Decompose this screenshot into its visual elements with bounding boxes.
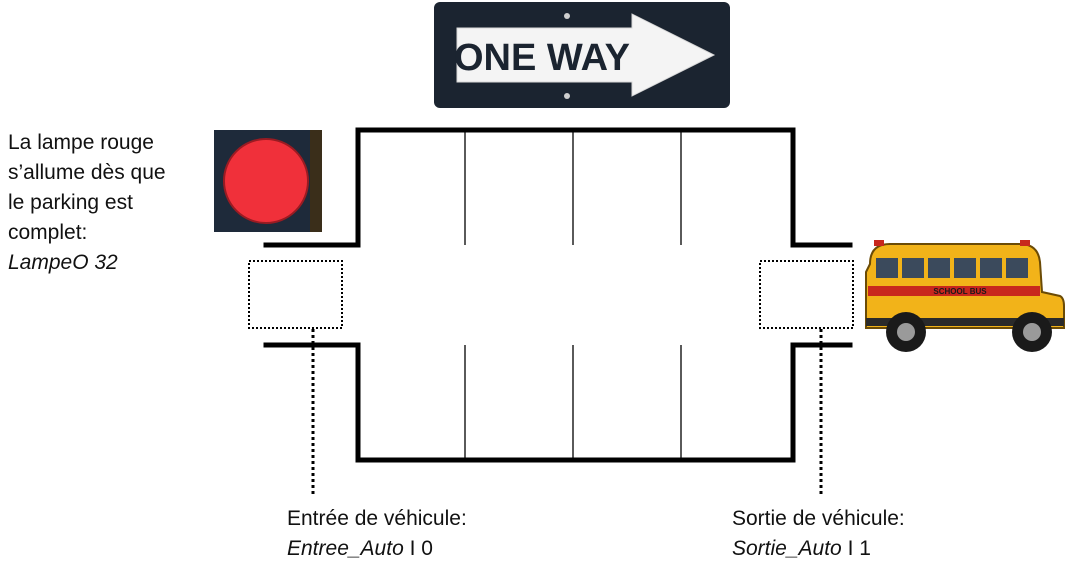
exit-address: I 1 bbox=[841, 537, 871, 560]
exit-sensor-zone bbox=[759, 260, 854, 329]
exit-variable: Sortie_Auto bbox=[732, 537, 842, 560]
red-lamp-icon bbox=[214, 130, 322, 232]
entry-label: Entrée de véhicule: bbox=[287, 507, 467, 530]
exit-variable-line: Sortie_Auto I 1 bbox=[732, 534, 1032, 564]
entry-sensor-label: Entrée de véhicule: Entree_Auto I 0 bbox=[287, 504, 587, 564]
parking-bottom-wall bbox=[263, 342, 853, 463]
lamp-variable: LampeO 32 bbox=[8, 251, 118, 274]
lamp-description-line-1: La lampe rouge bbox=[8, 131, 154, 154]
parking-outline bbox=[263, 127, 853, 463]
lamp-description-line-3: le parking est bbox=[8, 191, 133, 214]
entry-variable-line: Entree_Auto I 0 bbox=[287, 534, 587, 564]
lamp-description: La lampe rouge s’allume dès que le parki… bbox=[8, 128, 213, 278]
sign-text: ONE WAY bbox=[454, 37, 630, 79]
lamp-description-line-4: complet: bbox=[8, 221, 88, 244]
parking-stall-lines bbox=[464, 131, 682, 459]
school-bus-icon: SCHOOL BUS bbox=[865, 240, 1065, 352]
parking-top-wall bbox=[263, 127, 853, 248]
bus-text: SCHOOL BUS bbox=[933, 287, 987, 296]
entry-sensor-zone bbox=[248, 260, 343, 329]
entry-variable: Entree_Auto bbox=[287, 537, 404, 560]
one-way-sign-icon: ONE WAY bbox=[434, 2, 730, 108]
entry-address: I 0 bbox=[403, 537, 433, 560]
lamp-description-line-2: s’allume dès que bbox=[8, 161, 166, 184]
exit-label: Sortie de véhicule: bbox=[732, 507, 905, 530]
exit-sensor-label: Sortie de véhicule: Sortie_Auto I 1 bbox=[732, 504, 1032, 564]
